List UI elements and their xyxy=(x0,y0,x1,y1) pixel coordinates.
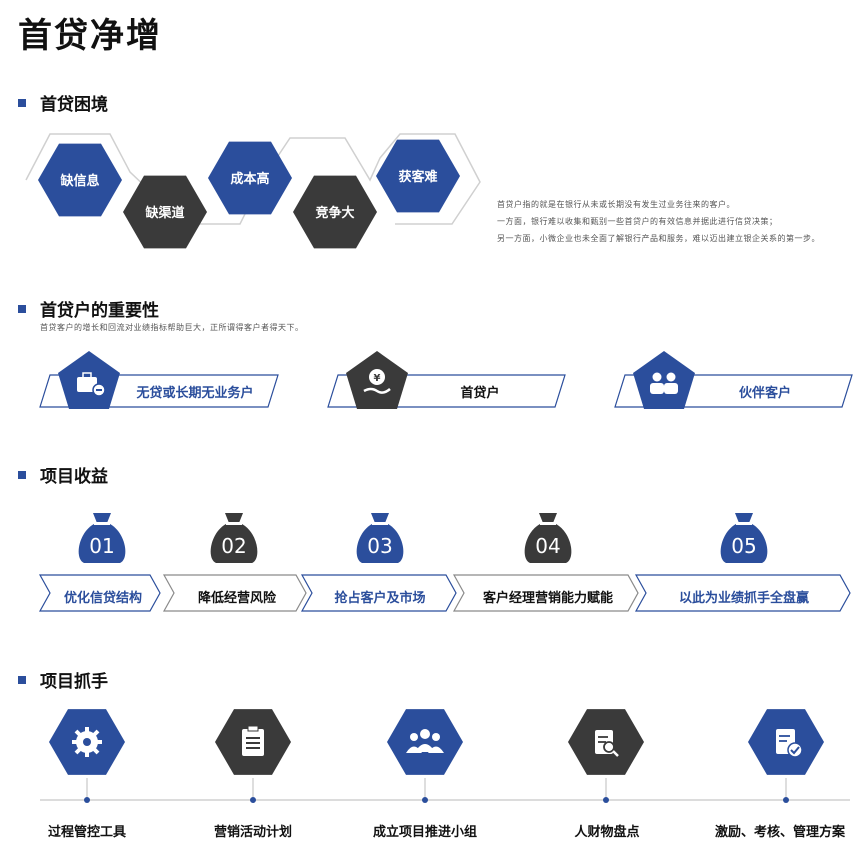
importance-subtitle: 首贷客户的增长和回流对业绩指标帮助巨大，正所谓得客户者得天下。 xyxy=(40,323,304,332)
benefits-row: 01 02 03 04 05 xyxy=(38,513,851,612)
page-title: 首贷净增 xyxy=(18,16,162,56)
svg-text:¥: ¥ xyxy=(374,373,381,384)
dilemma-hexagon xyxy=(376,139,460,213)
customer-type-label: 首贷户 xyxy=(460,386,500,401)
lever-label: 激励、考核、管理方案 xyxy=(714,825,845,840)
money-bag-icon xyxy=(356,513,404,563)
section-title: 首贷户的重要性 xyxy=(40,301,159,321)
timeline-dot xyxy=(250,797,256,803)
benefit-number: 02 xyxy=(221,534,246,558)
section-heading-dilemma: 首贷困境 xyxy=(18,90,108,115)
benefit-label: 客户经理营销能力赋能 xyxy=(482,591,613,606)
money-bag-icon xyxy=(78,513,126,563)
section-title: 首贷困境 xyxy=(40,95,108,115)
benefit-arrow xyxy=(38,574,161,612)
note-line: 首贷户指的就是在银行从未或长期没有发生过业务往来的客户。 xyxy=(497,200,735,209)
importance-row: ¥ xyxy=(39,351,853,409)
inventory-icon xyxy=(595,730,619,757)
benefit-arrow xyxy=(300,574,457,612)
benefit-label: 抢占客户及市场 xyxy=(334,591,426,606)
benefit-label: 降低经营风险 xyxy=(197,591,276,606)
team-icon xyxy=(406,729,444,753)
timeline-dot xyxy=(84,797,90,803)
partners-icon xyxy=(650,372,678,394)
dilemma-notes: 首贷户指的就是在银行从未或长期没有发生过业务往来的客户。 一方面，银行难以收集和… xyxy=(497,196,820,247)
section-marker xyxy=(18,470,26,479)
section-marker xyxy=(18,98,26,107)
dilemma-label: 缺渠道 xyxy=(144,205,184,221)
section-heading-benefits: 项目收益 xyxy=(18,462,108,487)
benefit-label: 以此为业绩抓手全盘赢 xyxy=(678,591,809,606)
dilemma-hexagon xyxy=(293,175,377,249)
benefit-number: 04 xyxy=(535,534,560,558)
section-title: 项目抓手 xyxy=(40,672,108,692)
dilemma-hexagon xyxy=(123,175,207,249)
dilemma-label: 竞争大 xyxy=(315,205,354,221)
gear-icon xyxy=(72,727,102,757)
dilemma-hexagon xyxy=(38,143,122,217)
section-heading-levers: 项目抓手 xyxy=(18,667,108,692)
dilemma-label: 获客难 xyxy=(398,169,437,185)
section-heading-importance: 首贷户的重要性 xyxy=(18,296,159,321)
benefit-label: 优化信贷结构 xyxy=(63,591,142,606)
connector-line xyxy=(25,133,481,225)
briefcase-icon xyxy=(77,372,106,397)
section-marker xyxy=(18,304,26,313)
lever-label: 人财物盘点 xyxy=(574,825,640,840)
benefit-number: 03 xyxy=(367,534,392,558)
approved-doc-icon xyxy=(776,729,803,758)
money-bag-icon xyxy=(210,513,258,563)
customer-type-label: 无贷或长期无业务户 xyxy=(136,386,254,401)
dilemma-label: 缺信息 xyxy=(59,173,99,189)
dilemma-hexagon xyxy=(208,141,292,215)
lever-hexagon xyxy=(387,709,463,775)
benefit-arrow xyxy=(634,574,851,612)
section-title: 项目收益 xyxy=(40,467,108,487)
timeline-dot xyxy=(422,797,428,803)
money-bag-icon xyxy=(524,513,572,563)
benefit-arrow xyxy=(452,574,639,612)
clipboard-icon xyxy=(242,725,264,756)
section-marker xyxy=(18,675,26,684)
note-line: 一方面，银行难以收集和甄别一些首贷户的有效信息并据此进行信贷决策； xyxy=(497,217,778,226)
timeline-dot xyxy=(783,797,789,803)
timeline-dot xyxy=(603,797,609,803)
pentagon-badge xyxy=(633,351,695,409)
benefit-number: 01 xyxy=(89,534,114,558)
note-line: 另一方面，小微企业也未全面了解银行产品和服务，难以迈出建立银企关系的第一步。 xyxy=(497,234,820,243)
money-bag-icon xyxy=(720,513,768,563)
levers-row xyxy=(40,709,850,803)
lever-label: 过程管控工具 xyxy=(47,825,126,840)
benefit-arrow xyxy=(162,574,307,612)
lever-label: 成立项目推进小组 xyxy=(372,825,477,840)
customer-type-label: 伙伴客户 xyxy=(738,386,791,401)
benefit-number: 05 xyxy=(731,534,756,558)
money-hand-icon: ¥ xyxy=(363,369,391,394)
dilemma-label: 成本高 xyxy=(230,171,269,187)
lever-label: 营销活动计划 xyxy=(213,825,292,840)
